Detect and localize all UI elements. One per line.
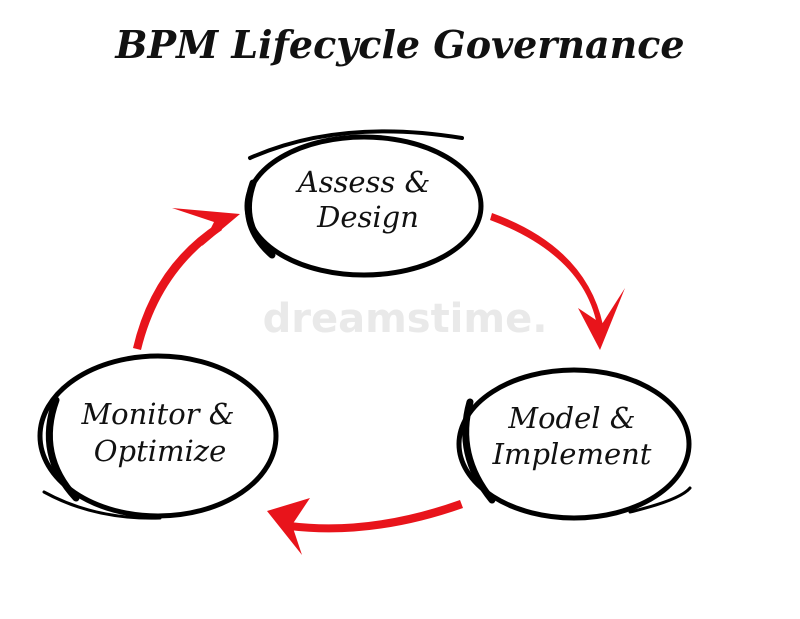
node-label-line2: Optimize — [94, 434, 226, 468]
node-ring — [244, 129, 484, 278]
node-ring — [37, 353, 279, 520]
node-ring — [456, 367, 692, 521]
arrow-model-to-monitor — [267, 498, 463, 555]
node-label-line1: Assess & — [295, 165, 431, 199]
arrow-assess-to-model — [490, 213, 625, 350]
node-model-implement: Model & Implement — [456, 367, 692, 521]
diagram-title: BPM Lifecycle Governance — [114, 22, 684, 67]
node-label-line1: Model & — [507, 401, 635, 435]
node-assess-design: Assess & Design — [244, 129, 484, 278]
arrow-monitor-to-assess — [133, 208, 240, 350]
watermark: dreamstime. — [263, 296, 548, 342]
node-label-line2: Implement — [492, 437, 652, 471]
node-label-line2: Design — [316, 200, 419, 234]
node-label-line1: Monitor & — [80, 397, 234, 431]
node-monitor-optimize: Monitor & Optimize — [37, 353, 279, 520]
